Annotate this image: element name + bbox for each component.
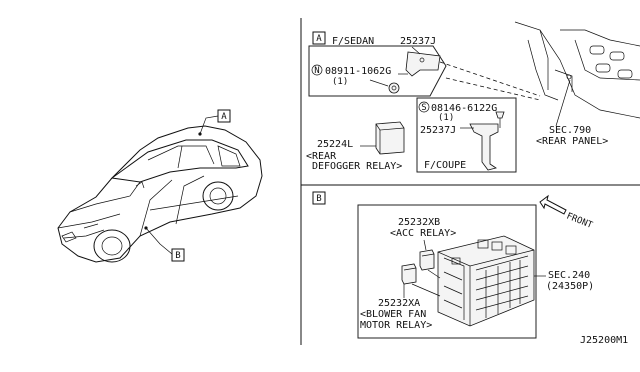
front-label: FRONT: [565, 212, 594, 232]
fsedan-panel: F/SEDAN 25237J N 08911-1062G (1): [308, 36, 447, 97]
section-b: B FRONT: [312, 191, 594, 339]
rear-defogger-relay: [360, 121, 405, 155]
callout-b-pointer: [144, 226, 173, 255]
fsedan-label: F/SEDAN: [332, 36, 374, 47]
sedan-bracket: [405, 51, 441, 77]
blower-name-line1: <BLOWER FAN: [360, 309, 426, 320]
section-a-box: [312, 31, 326, 45]
callout-b-letter: B: [175, 251, 180, 261]
rear-panel-sketch: [514, 21, 640, 119]
callout-a-pointer: [198, 115, 219, 136]
screw-qty: (1): [438, 113, 454, 123]
acc-part: 25232XB: [398, 217, 440, 228]
fsedan-bracket-part: 25237J: [400, 36, 436, 47]
coupe-bracket-part: 25237J: [420, 125, 456, 136]
screw-part: 08146-6122G: [431, 103, 497, 114]
acc-relay: [419, 239, 441, 279]
acc-name: <ACC RELAY>: [390, 228, 456, 239]
fuse-block: [437, 235, 535, 327]
fcoupe-label: F/COUPE: [424, 160, 466, 171]
relay-name-line2: DEFOGGER RELAY>: [312, 161, 402, 172]
blower-name-line2: MOTOR RELAY>: [360, 320, 432, 331]
callout-b-box[interactable]: B: [171, 248, 185, 262]
section-b-box: [312, 191, 326, 205]
sec790-name: <REAR PANEL>: [536, 136, 608, 147]
sec240-sub: (24350P): [546, 281, 594, 292]
diagram-code: J25200M1: [580, 335, 628, 346]
section-b-letter: B: [316, 194, 321, 204]
screw-hardware: [495, 111, 505, 119]
coupe-bracket: [469, 123, 499, 171]
screw-symbol: S: [421, 103, 426, 113]
nut-qty: (1): [332, 77, 348, 87]
fcoupe-panel: S 08146-6122G (1) 25237J F/COUPE: [416, 97, 517, 173]
nut-hardware: [388, 82, 400, 94]
callout-a-letter: A: [221, 112, 227, 122]
front-arrow-icon: [539, 194, 567, 215]
relay-part: 25224L: [317, 139, 353, 150]
sec790-ref[interactable]: SEC.790: [549, 125, 591, 136]
section-a: A F/SEDAN 25237J N 08911-1062G (1): [306, 21, 640, 173]
relay-name-line1: <REAR: [306, 151, 337, 162]
blower-part: 25232XA: [378, 298, 420, 309]
nut-symbol: N: [314, 66, 319, 76]
nut-part: 08911-1062G: [325, 66, 391, 77]
blower-relay: [401, 263, 441, 298]
section-a-letter: A: [316, 34, 322, 44]
sec240-ref[interactable]: SEC.240: [548, 270, 590, 281]
car-illustration: [57, 125, 263, 263]
callout-a-box[interactable]: A: [217, 109, 231, 123]
